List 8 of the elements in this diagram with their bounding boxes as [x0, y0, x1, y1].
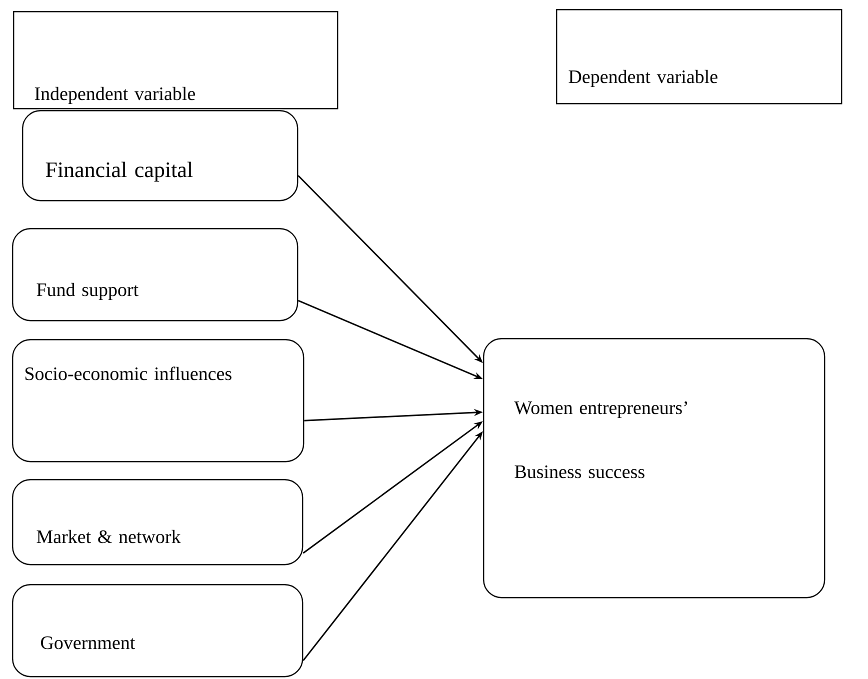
variable-box: Government [12, 584, 304, 678]
variable-box: Financial capital [22, 110, 298, 202]
outcome-box: Women entrepreneurs’ Business success [483, 338, 826, 598]
label-box: Independent variable [13, 11, 338, 110]
variable-box: Fund support [12, 228, 298, 322]
variable-box: Socio-economic influences [12, 339, 304, 462]
variable-box: Market & network [12, 479, 304, 566]
label-box: Dependent variable [556, 9, 842, 104]
